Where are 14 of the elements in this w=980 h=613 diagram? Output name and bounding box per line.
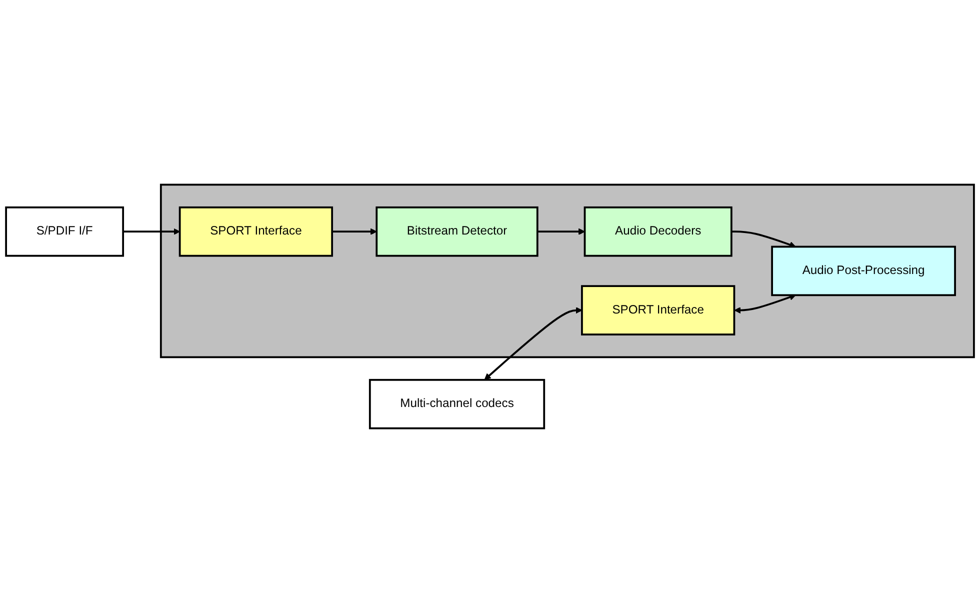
arrow [484, 306, 582, 380]
arrow [332, 228, 377, 235]
node-box: Multi-channel codecs [368, 378, 546, 430]
node-box: S/PDIF I/F [5, 206, 124, 257]
arrow [734, 294, 796, 314]
node-box: Audio Post-Processing [771, 246, 956, 296]
arrow [123, 228, 180, 235]
node-box: SPORT Interface [178, 206, 334, 257]
node-box: SPORT Interface [581, 285, 736, 336]
node-box: Audio Decoders [584, 206, 732, 257]
arrow [731, 230, 796, 248]
node-box: Bitstream Detector [376, 206, 538, 257]
cluster [160, 184, 975, 358]
arrow [537, 228, 586, 235]
